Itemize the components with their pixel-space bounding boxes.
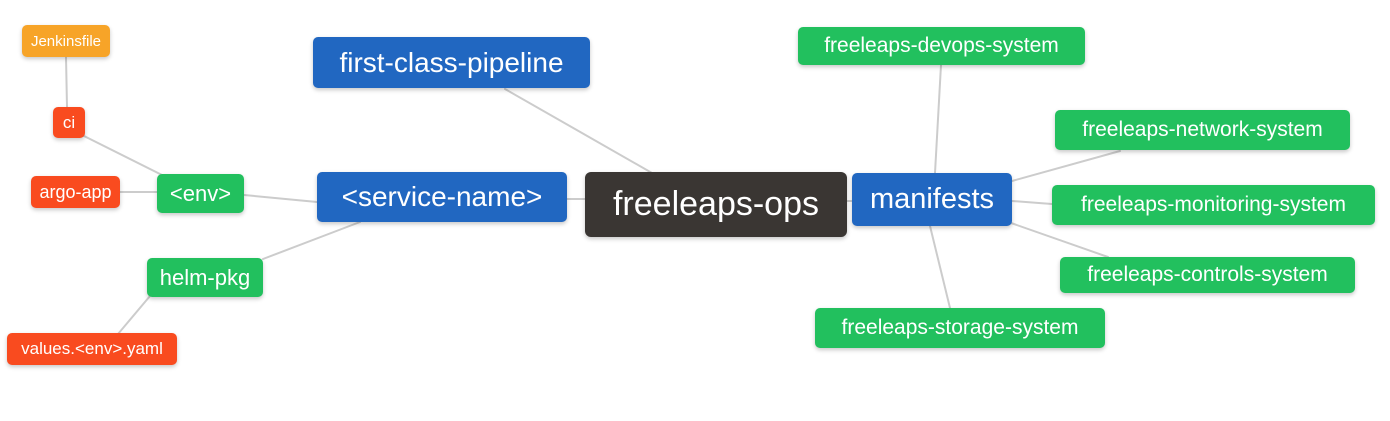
node-freeleaps-ops-root[interactable]: freeleaps-ops — [585, 172, 847, 237]
node-helm-pkg[interactable]: helm-pkg — [147, 258, 263, 297]
node-jenkinsfile[interactable]: Jenkinsfile — [22, 25, 110, 57]
edge-ci-env — [83, 135, 165, 177]
node-ci[interactable]: ci — [53, 107, 85, 138]
node-freeleaps-network-system[interactable]: freeleaps-network-system — [1055, 110, 1350, 150]
edge-jenkinsfile-ci — [65, 56, 68, 108]
edge-pipeline-ops — [504, 88, 653, 174]
node-freeleaps-devops-system[interactable]: freeleaps-devops-system — [798, 27, 1085, 65]
node-freeleaps-controls-system[interactable]: freeleaps-controls-system — [1060, 257, 1355, 293]
edge-env-service — [243, 194, 318, 203]
edge-manifests-monitoring — [1011, 200, 1053, 205]
node-freeleaps-monitoring-system[interactable]: freeleaps-monitoring-system — [1052, 185, 1375, 225]
node-manifests[interactable]: manifests — [852, 173, 1012, 226]
node-freeleaps-storage-system[interactable]: freeleaps-storage-system — [815, 308, 1105, 348]
node-argo-app[interactable]: argo-app — [31, 176, 120, 208]
node-first-class-pipeline[interactable]: first-class-pipeline — [313, 37, 590, 88]
edge-helmpkg-service — [262, 221, 361, 260]
edge-helmpkg-values — [117, 295, 151, 335]
node-env[interactable]: <env> — [157, 174, 244, 213]
node-values-env-yaml[interactable]: values.<env>.yaml — [7, 333, 177, 365]
edge-manifests-network — [1011, 150, 1121, 182]
node-service-name[interactable]: <service-name> — [317, 172, 567, 222]
edge-manifests-controls — [1010, 222, 1109, 258]
edge-manifests-storage — [929, 225, 951, 309]
edge-manifests-devops — [934, 64, 942, 174]
